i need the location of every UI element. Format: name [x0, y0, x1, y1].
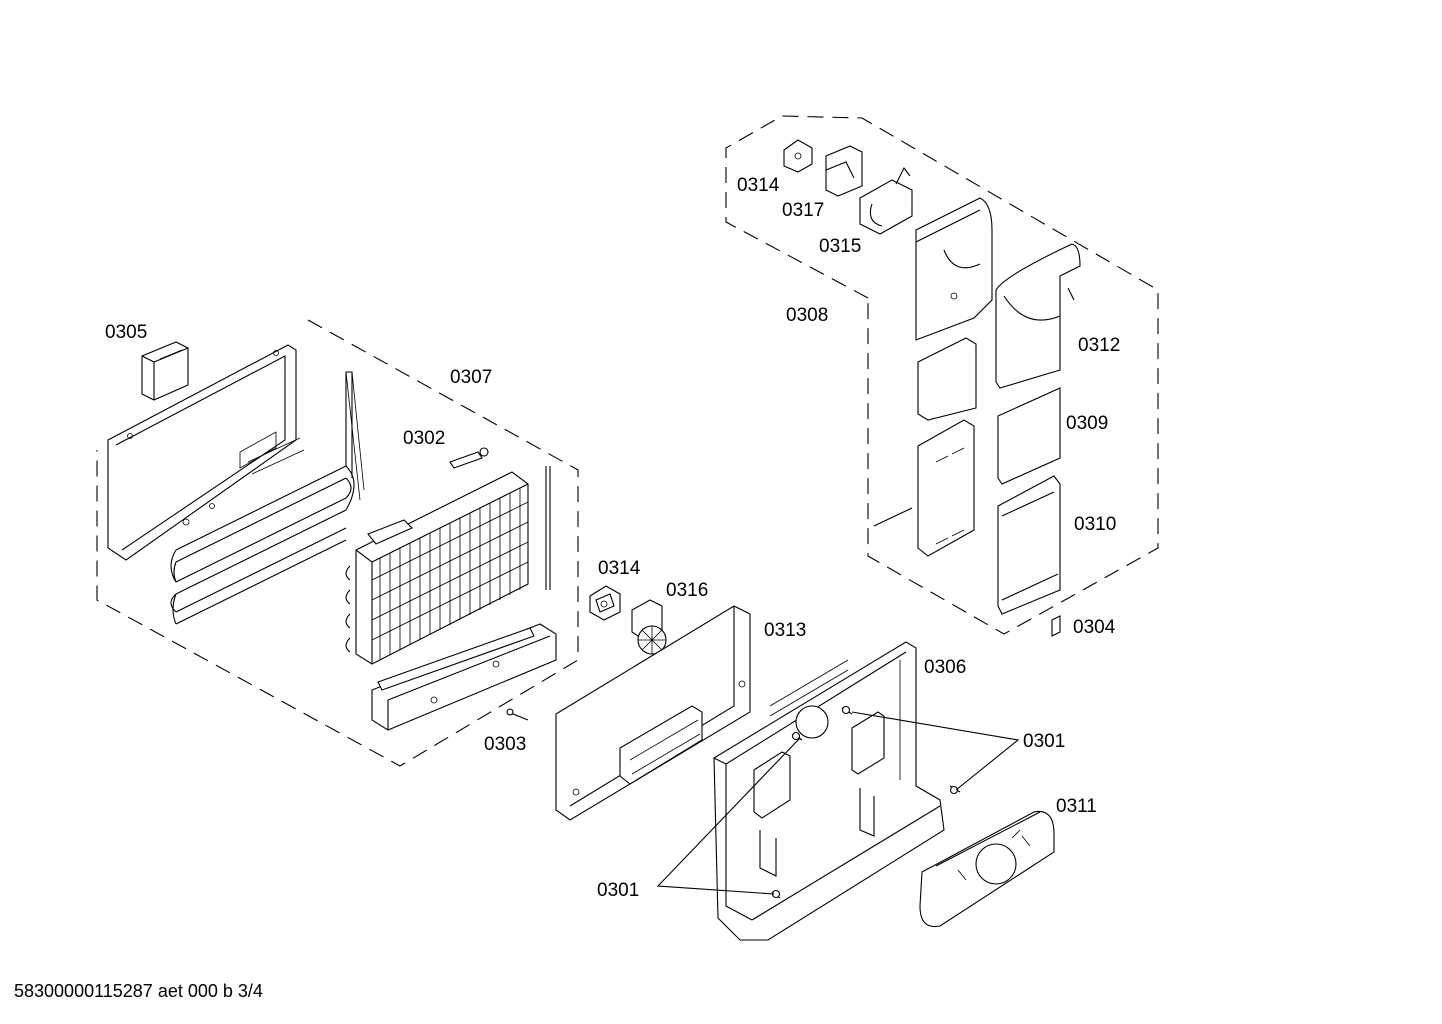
label-0314-upper: 0314	[737, 175, 780, 196]
group-outline-0307	[96, 319, 579, 767]
label-0312: 0312	[1078, 335, 1120, 356]
label-0301-right: 0301	[1023, 731, 1065, 752]
part-0310-duct-lower	[997, 475, 1061, 615]
group-outline-0308	[725, 115, 1159, 635]
label-0307: 0307	[450, 367, 492, 388]
part-0313-cover-plate	[555, 605, 751, 821]
fan-and-cover-group	[555, 585, 1055, 941]
label-0317: 0317	[782, 200, 824, 221]
label-0305: 0305	[105, 322, 147, 343]
label-0316: 0316	[666, 580, 708, 601]
label-0314-lower: 0314	[598, 558, 641, 579]
leader-0301-left	[656, 737, 801, 895]
label-0315: 0315	[819, 236, 861, 257]
part-0316-fan-motor	[631, 599, 667, 655]
part-duct-top	[915, 197, 993, 341]
part-0314-bracket-lower	[589, 585, 621, 621]
part-0302-sensor	[449, 447, 489, 469]
part-duct-panel-1	[917, 337, 977, 421]
part-0312-duct-cover	[995, 243, 1081, 389]
part-evaporator-fins	[345, 466, 551, 665]
part-0306-housing	[713, 641, 945, 941]
part-0303-screw	[506, 708, 529, 721]
part-duct-panel-2	[873, 419, 975, 557]
label-0304: 0304	[1073, 617, 1116, 638]
label-0303: 0303	[484, 734, 526, 755]
part-tube-coil	[170, 371, 365, 625]
part-0317-motor-mount	[825, 145, 863, 197]
evaporator-assembly-group	[96, 319, 579, 767]
part-number-labels: 0305 0307 0302 0303 0314 0316 0313 0306 …	[105, 175, 1120, 901]
label-0309: 0309	[1066, 413, 1108, 434]
label-0310: 0310	[1074, 514, 1116, 535]
label-0311: 0311	[1056, 796, 1097, 817]
part-0305-cover	[141, 341, 189, 401]
duct-assembly-group	[725, 115, 1159, 637]
part-rear-frame	[107, 344, 305, 561]
part-0304-clip	[1051, 615, 1061, 637]
leader-0301-right	[851, 711, 1020, 791]
part-0315-damper	[859, 166, 913, 235]
part-0314-bracket-upper	[783, 139, 813, 173]
label-0308: 0308	[786, 305, 828, 326]
label-0313: 0313	[764, 620, 806, 641]
part-0309-duct-panel	[997, 387, 1061, 485]
part-0301-screws	[771, 705, 961, 899]
part-0311-front-cover	[919, 810, 1055, 928]
label-0302: 0302	[403, 428, 445, 449]
part-drip-tray	[371, 623, 557, 731]
label-0301-left: 0301	[597, 880, 639, 901]
label-0306: 0306	[924, 657, 966, 678]
drawing-reference-footer: 58300000115287 aet 000 b 3/4	[14, 981, 263, 1001]
